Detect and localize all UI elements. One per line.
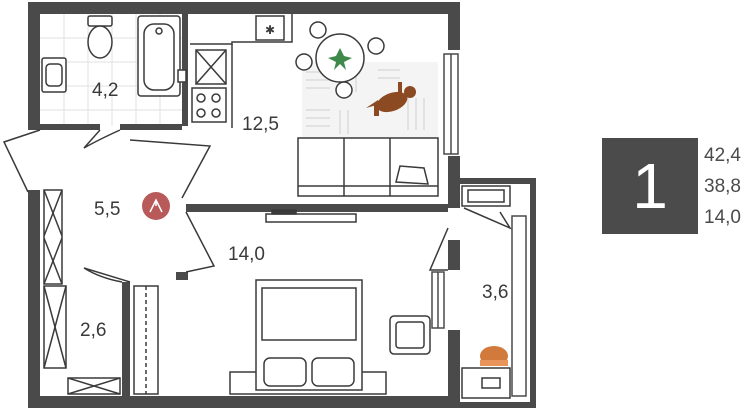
area-label-storage: 2,6 (80, 320, 107, 341)
doors (2, 129, 512, 283)
plant-icon (328, 48, 352, 70)
tv-stand (265, 209, 357, 223)
windows (431, 53, 527, 397)
stove-icon (191, 87, 227, 123)
total-area: 42,4 (704, 145, 741, 166)
kitchen-counter (190, 14, 293, 128)
entrance-marker-icon (142, 192, 170, 220)
desk-chair-icon (480, 346, 508, 366)
toilet-icon (87, 15, 113, 59)
desk-icon (461, 367, 511, 399)
fridge-icon (177, 69, 187, 83)
room-area: 14,0 (704, 207, 741, 228)
room-count-badge: 1 (602, 138, 698, 234)
area-label-balcony: 3,6 (482, 282, 509, 303)
armchair-icon (389, 315, 431, 355)
area-label-hallway: 5,5 (94, 199, 121, 220)
bed-icon (229, 279, 387, 395)
living-area: 38,8 (704, 176, 741, 197)
wardrobe-icon (43, 189, 159, 395)
dog-icon (366, 82, 416, 116)
sink-icon (41, 57, 67, 93)
balcony-shelf (461, 185, 511, 207)
bathtub-icon (137, 15, 181, 97)
sofa-icon (297, 137, 439, 197)
hood-icon: ✱ (265, 23, 275, 37)
area-summary: 42,4 38,8 14,0 (704, 140, 748, 233)
area-label-bedroom: 14,0 (228, 244, 265, 265)
floor-plan: ✱ (2, 2, 536, 408)
area-label-bathroom: 4,2 (92, 80, 119, 101)
area-label-kitchen: 12,5 (242, 114, 279, 135)
walls (28, 2, 536, 408)
